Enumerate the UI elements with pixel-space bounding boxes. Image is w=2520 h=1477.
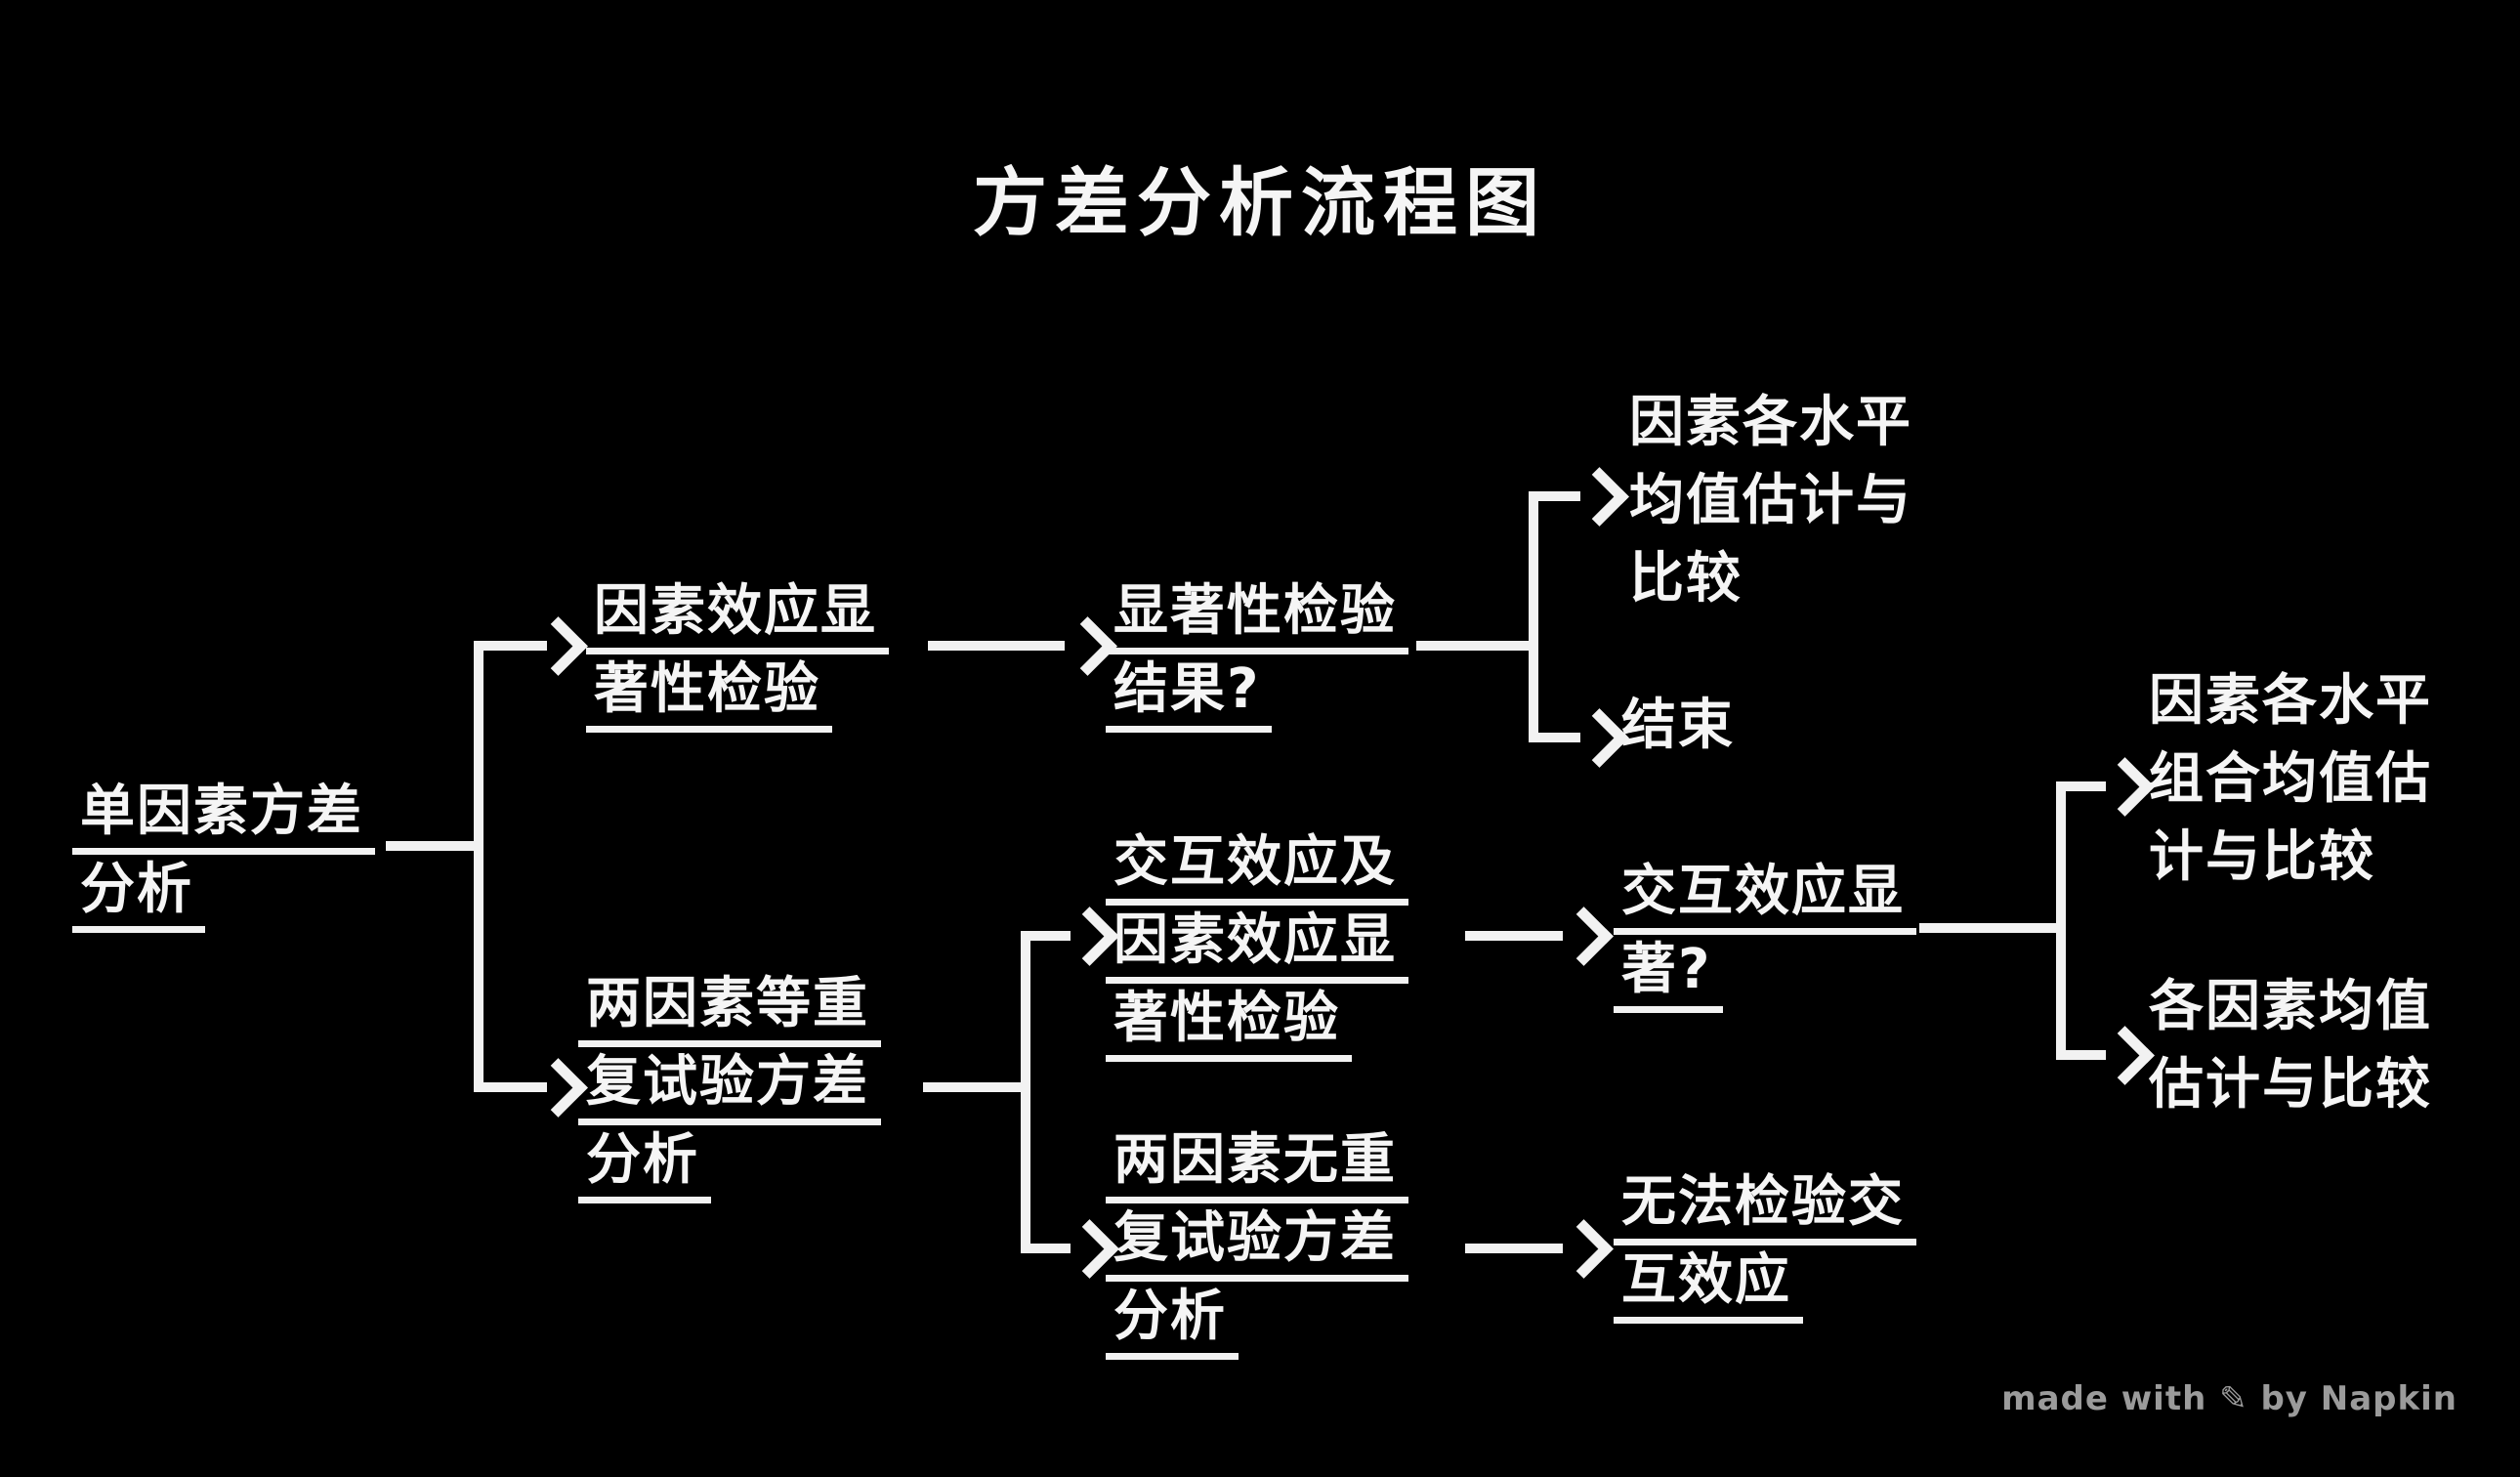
node-line: 估计与比较 xyxy=(2149,1053,2432,1117)
connector xyxy=(1533,733,1580,742)
connector xyxy=(1533,491,1580,501)
arrowhead-icon xyxy=(2095,757,2155,817)
connector xyxy=(1465,1244,1563,1253)
connector xyxy=(1021,931,1030,1253)
arrowhead-icon xyxy=(1554,1219,1614,1279)
node-line: 比较 xyxy=(1629,547,1743,611)
node-interaction-factor-test: 交互效应及 因素效应显 著性检验 xyxy=(1106,830,1408,1065)
node-root-line: 单因素方差 xyxy=(72,780,375,858)
arrowhead-icon xyxy=(1570,467,1629,527)
node-line: 著性检验 xyxy=(586,657,889,736)
node-line: 因素效应显 xyxy=(1106,908,1408,987)
node-factor-means: 各因素均值 估计与比较 xyxy=(2149,975,2432,1131)
node-line: 交互效应及 xyxy=(1106,830,1408,908)
node-line: 复试验方差 xyxy=(1106,1206,1408,1285)
diagram-title: 方差分析流程图 xyxy=(973,159,1547,246)
node-interaction-significant: 交互效应显 著? xyxy=(1614,860,1916,1016)
connector xyxy=(928,641,1065,651)
node-line: 结果? xyxy=(1106,657,1408,736)
node-line: 因素各水平 xyxy=(1629,391,1912,454)
node-significance-result: 显著性检验 结果? xyxy=(1106,579,1408,736)
node-line: 两因素等重 xyxy=(578,972,881,1050)
node-root-line: 分析 xyxy=(72,858,375,936)
node-line: 组合均值估 xyxy=(2149,747,2432,811)
node-line: 分析 xyxy=(578,1128,881,1206)
node-line: 显著性检验 xyxy=(1106,579,1408,657)
arrowhead-icon xyxy=(1570,708,1629,768)
connector xyxy=(923,1082,1030,1092)
node-line: 互效应 xyxy=(1614,1248,1916,1327)
connector xyxy=(1919,923,2066,933)
connector xyxy=(479,641,547,651)
node-line: 计与比较 xyxy=(2149,825,2375,889)
connector xyxy=(386,841,481,851)
node-end: 结束 xyxy=(1621,694,1735,772)
node-line: 著性检验 xyxy=(1106,987,1408,1065)
connector xyxy=(1465,931,1563,941)
node-line: 因素各水平 xyxy=(2149,669,2432,733)
node-line: 无法检验交 xyxy=(1614,1170,1916,1248)
node-two-factor-equal-rep: 两因素等重 复试验方差 分析 xyxy=(578,972,881,1206)
node-line: 分析 xyxy=(1106,1285,1408,1363)
arrowhead-icon xyxy=(2095,1026,2155,1085)
node-line: 复试验方差 xyxy=(578,1050,881,1128)
connector xyxy=(474,641,483,1092)
connector xyxy=(1416,641,1538,651)
connector xyxy=(479,1082,547,1092)
connector xyxy=(1529,491,1538,742)
node-level-means: 因素各水平 均值估计与 比较 xyxy=(1629,391,1912,625)
arrowhead-icon xyxy=(1554,907,1614,966)
connector xyxy=(1026,931,1071,941)
node-factor-effect-test: 因素效应显 著性检验 xyxy=(586,579,889,736)
node-two-factor-no-rep: 两因素无重 复试验方差 分析 xyxy=(1106,1128,1408,1363)
watermark: made with ✎ by Napkin xyxy=(2001,1379,2457,1418)
node-line: 交互效应显 xyxy=(1614,860,1916,938)
connector xyxy=(1026,1244,1071,1253)
connector xyxy=(2056,781,2066,1060)
node-line: 著? xyxy=(1614,938,1916,1016)
node-line: 各因素均值 xyxy=(2149,975,2432,1038)
arrowhead-icon xyxy=(528,616,588,676)
node-root: 单因素方差 分析 xyxy=(72,780,375,936)
connector xyxy=(2061,1050,2106,1060)
node-line: 结束 xyxy=(1621,694,1735,757)
node-combo-means: 因素各水平 组合均值估 计与比较 xyxy=(2149,669,2432,904)
connector xyxy=(2061,781,2106,791)
node-line: 两因素无重 xyxy=(1106,1128,1408,1206)
node-line: 因素效应显 xyxy=(586,579,889,657)
node-line: 均值估计与 xyxy=(1629,469,1912,532)
node-cannot-test-interaction: 无法检验交 互效应 xyxy=(1614,1170,1916,1327)
